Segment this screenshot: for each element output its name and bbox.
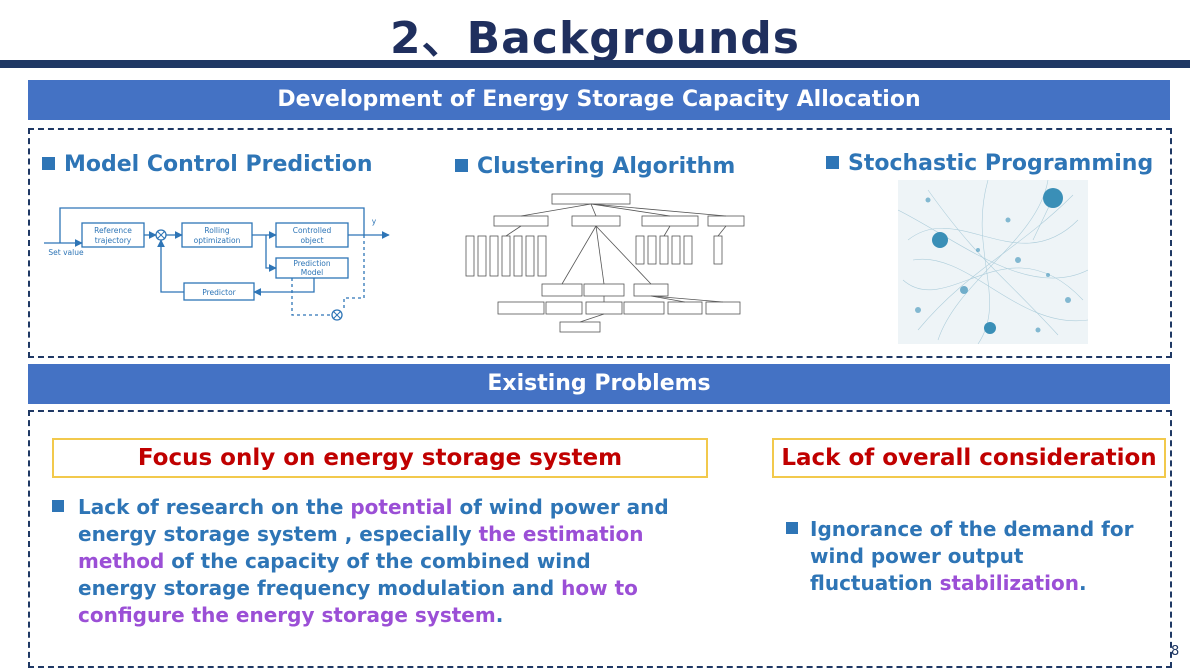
title-rule (0, 60, 1190, 68)
item-stochastic-label: Stochastic Programming (848, 151, 1154, 176)
square-bullet-icon (786, 522, 798, 534)
item-stochastic: Stochastic Programming (826, 151, 1153, 176)
problem-header-overall: Lack of overall consideration (772, 438, 1166, 478)
problem-text-left: Lack of research on the potential of win… (52, 494, 672, 629)
problem-text-right: Ignorance of the demand for wind power o… (786, 516, 1146, 597)
item-clustering-label: Clustering Algorithm (477, 154, 736, 179)
controlled-label-2: object (300, 236, 323, 245)
development-box (28, 128, 1172, 358)
controlled-label-1: Controlled (293, 226, 332, 235)
problem-header-focus: Focus only on energy storage system (52, 438, 708, 478)
prediction-label-1: Prediction (293, 259, 331, 268)
prediction-label-2: Model (301, 268, 324, 277)
set-value-label: Set value (48, 248, 84, 257)
rolling-label-1: Rolling (204, 226, 229, 235)
item-clustering: Clustering Algorithm (455, 154, 735, 179)
predictor-label: Predictor (202, 288, 236, 297)
item-mpc-label: Model Control Prediction (64, 152, 373, 177)
reference-label-2: trajectory (95, 236, 132, 245)
page-number: 8 (1171, 644, 1180, 659)
square-bullet-icon (52, 500, 64, 512)
mpc-diagram: Reference trajectory Rolling optimizatio… (44, 207, 390, 321)
reference-label-1: Reference (94, 226, 132, 235)
square-bullet-icon (455, 159, 468, 172)
rolling-label-2: optimization (194, 236, 241, 245)
square-bullet-icon (42, 157, 55, 170)
stochastic-network-image (898, 180, 1088, 344)
clustering-tree-image (465, 193, 745, 333)
square-bullet-icon (826, 156, 839, 169)
item-mpc: Model Control Prediction (42, 152, 373, 177)
page-title: 2、Backgrounds (390, 13, 800, 64)
y-label: y (372, 217, 377, 226)
section-band-problems: Existing Problems (28, 364, 1170, 404)
section-band-development: Development of Energy Storage Capacity A… (28, 80, 1170, 120)
problems-box (28, 410, 1172, 668)
